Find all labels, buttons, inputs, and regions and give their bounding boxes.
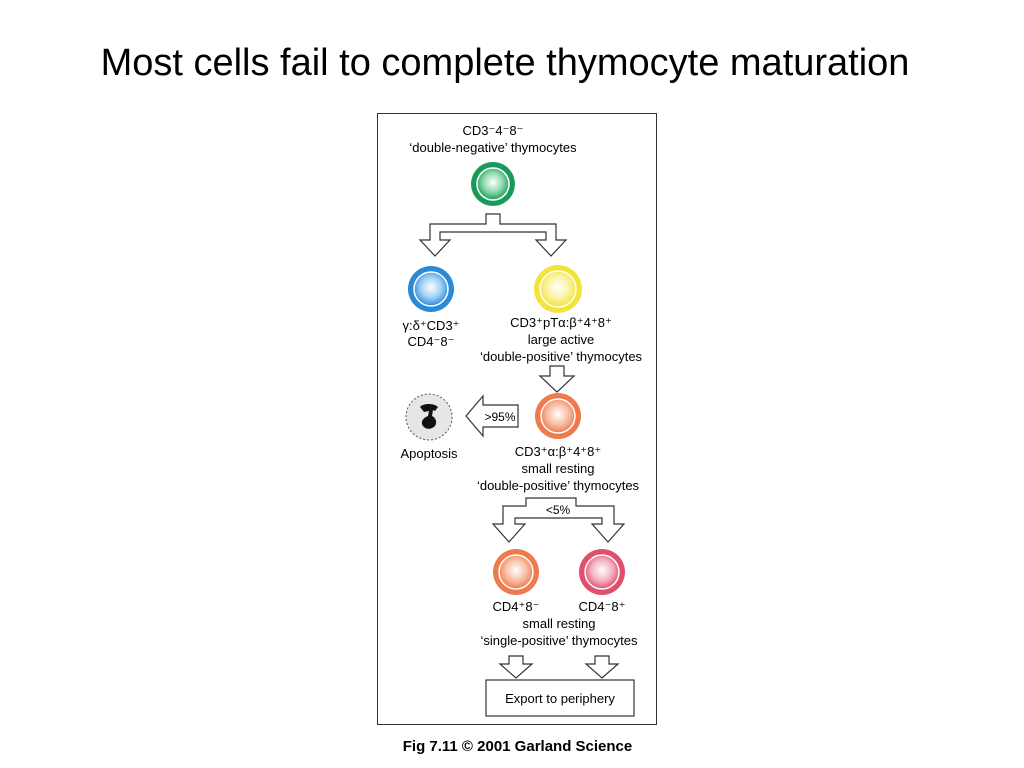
cd8-sp-label: CD4⁻8⁺ bbox=[579, 599, 626, 614]
gamma-delta-label-1: γ:δ⁺CD3⁺ bbox=[402, 318, 459, 333]
small-dp-name: ‘double-positive’ thymocytes bbox=[477, 478, 640, 493]
apoptosis-arrow-label: >95% bbox=[484, 410, 515, 424]
apoptosis-label: Apoptosis bbox=[400, 446, 458, 461]
cd4-sp-label: CD4⁺8⁻ bbox=[493, 599, 540, 614]
slide-title: Most cells fail to complete thymocyte ma… bbox=[100, 42, 910, 84]
figure-caption: Fig 7.11 © 2001 Garland Science bbox=[402, 738, 633, 755]
down-arrow-cd8 bbox=[584, 655, 620, 679]
large-dp-markers: CD3⁺pTα:β⁺4⁺8⁺ bbox=[510, 315, 612, 330]
thymocyte-maturation-diagram: CD3⁻4⁻8⁻ ‘double-negative’ thymocytes γ:… bbox=[400, 123, 643, 717]
dn-label-name: ‘double-negative’ thymocytes bbox=[409, 140, 577, 155]
down-arrow-cd4 bbox=[498, 655, 534, 679]
down-arrow-1 bbox=[538, 365, 576, 393]
export-box bbox=[485, 679, 635, 717]
branch-arrow-dn bbox=[418, 213, 568, 257]
large-dp-name: ‘double-positive’ thymocytes bbox=[480, 349, 643, 364]
large-double-positive-cell bbox=[534, 265, 582, 313]
small-dp-markers: CD3⁺α:β⁺4⁺8⁺ bbox=[515, 444, 602, 459]
cd4-single-positive-cell bbox=[493, 549, 539, 595]
single-positive-size: small resting bbox=[523, 616, 596, 631]
figure-frame: CD3⁻4⁻8⁻ ‘double-negative’ thymocytes γ:… bbox=[377, 113, 657, 725]
split-arrow bbox=[491, 497, 626, 543]
cd8-single-positive-cell bbox=[579, 549, 625, 595]
double-negative-cell bbox=[471, 162, 515, 206]
export-label: Export to periphery bbox=[505, 691, 615, 706]
single-positive-name: ‘single-positive’ thymocytes bbox=[480, 633, 638, 648]
dn-label-markers: CD3⁻4⁻8⁻ bbox=[462, 123, 523, 138]
small-double-positive-cell bbox=[535, 393, 581, 439]
gamma-delta-label-2: CD4⁻8⁻ bbox=[408, 334, 455, 349]
large-dp-size: large active bbox=[528, 332, 594, 347]
small-dp-size: small resting bbox=[522, 461, 595, 476]
split-arrow-label: <5% bbox=[546, 503, 571, 517]
apoptosis-cell bbox=[405, 393, 453, 441]
gamma-delta-cell bbox=[408, 266, 454, 312]
apoptosis-arrow bbox=[465, 394, 519, 438]
